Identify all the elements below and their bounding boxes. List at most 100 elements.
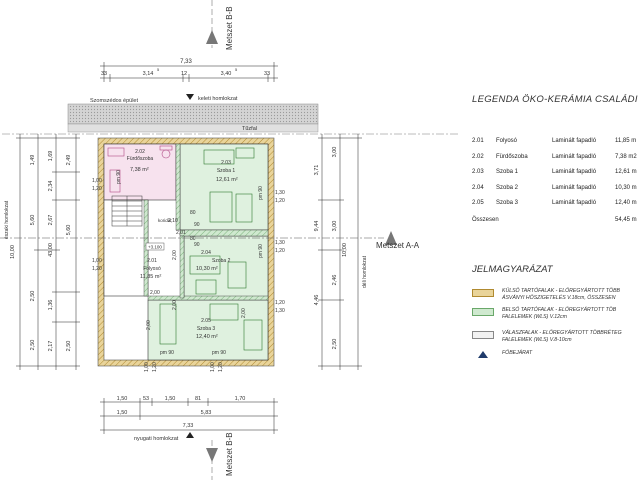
top-dim-5: 33 [264, 71, 270, 77]
room-area: 10,30 m [615, 184, 637, 191]
room-label-code: 2.02 [135, 149, 145, 155]
total-value: 54,45 m [615, 217, 637, 223]
room-floor: Laminált fapadló [552, 184, 597, 191]
right-outer-dim-2: 4,46 [314, 295, 320, 306]
level-mark-box [145, 242, 165, 251]
left-inner-dim-2: 2,17 [48, 341, 54, 352]
bottom-dimensions [100, 398, 278, 434]
door-label: 2,00 [172, 300, 178, 310]
door-label: 1,00 [92, 258, 102, 264]
door-label: 80 [190, 210, 196, 216]
key-line1: BELSŐ TARTÓFALAK - ELŐREGYÁRTOTT TÖB [502, 307, 617, 313]
room-szoba-1 [179, 143, 269, 231]
bathroom-fixtures [107, 145, 173, 193]
left-inner3-dim-1: 2,50 [66, 341, 72, 352]
door-label: 2,00 [172, 250, 178, 260]
bottom-dim-r2-1: 1,50 [117, 410, 128, 416]
left-outer-dim-3: 2,50 [30, 291, 36, 302]
eszaki-label: északi homlokzat [4, 200, 10, 239]
room-num: 2.04 [472, 184, 484, 191]
left-inner-dim-6: 2,67 [48, 215, 54, 226]
room-area: 12,40 m [615, 200, 637, 206]
door-label: pm 90 [116, 170, 122, 184]
room-num: 2.03 [472, 169, 484, 175]
key-line1: FŐBEJÁRAT [502, 350, 533, 356]
top-dim-2-super: 5 [157, 67, 160, 72]
room-floor: Laminált fapadló [552, 169, 597, 175]
legend-title: LEGENDA ÖKO-KERÁMIA CSALÁDI HÁZ [472, 94, 640, 105]
door-label: 1,30 [275, 190, 285, 196]
door-label: 2,01 [176, 230, 186, 236]
jelmagyarazat-title: JELMAGYARÁZAT [472, 264, 553, 275]
door-label: 1,20 [152, 362, 158, 372]
room-name: Szoba 1 [496, 169, 519, 175]
staircase [111, 195, 143, 227]
left-inner3-dim-3: 2,49 [66, 155, 72, 166]
room-num: 2.01 [472, 138, 484, 144]
partition-swatch [472, 331, 494, 339]
door-label: 1,00 [210, 362, 216, 372]
section-bb-bottom-marker: Metszet B-B [206, 432, 234, 480]
key-line2: FALELEMEK (WLS) V.12cm [502, 314, 567, 320]
neighbor-label: Szomszédos épület [90, 98, 138, 104]
room-corridor-left [103, 199, 149, 297]
right-outer-dim-4: 3,71 [314, 165, 320, 176]
total-label: Összesen [472, 217, 499, 223]
room-label-code: 2.03 [221, 160, 231, 166]
door-label: pm 90 [258, 186, 264, 200]
left-inner-dim-4: 1,36 [48, 300, 54, 311]
level-mark: +3.100 [148, 245, 162, 250]
bottom-dim-total: 7,33 [183, 423, 194, 429]
room-floor: Laminált fapadló [552, 138, 597, 144]
deli-label: déli homlokzat [362, 255, 368, 288]
room-label-name: Fürdőszoba [127, 156, 154, 162]
corridor-label: koridor [158, 218, 172, 223]
room-label-code: 2.04 [201, 250, 211, 256]
key-line2: ÁSVÁNYI HŐSZIGETELÉS V.18cm, ÖSSZESEN [502, 295, 616, 301]
key-line2: FALELEMEK (WLS) V.8-10cm [502, 337, 572, 343]
right-inner-dim-2: 2,46 [332, 275, 338, 286]
bottom-dim-r1-1: 1,50 [117, 396, 128, 402]
left-inner-dim-7: 2,34 [48, 181, 54, 192]
door-label: 1,00 [92, 178, 102, 184]
top-dim-3: 12 [181, 71, 187, 77]
bedroom-furniture [159, 147, 263, 351]
room-label-code: 2.01 [147, 258, 157, 264]
room-name: Szoba 2 [496, 184, 519, 191]
right-dimensions [318, 134, 362, 370]
door-label: 1,20 [275, 300, 285, 306]
right-inner-dim-1: 2,50 [332, 339, 338, 350]
room-label-code: 2.05 [201, 318, 211, 324]
firewall [67, 123, 319, 133]
room-label-area: 7,38 m² [130, 167, 149, 173]
door-label: 2,00 [241, 308, 247, 318]
keleti-arrow-icon [186, 94, 194, 100]
room-label-area: 12,61 m² [216, 177, 238, 183]
room-label-name: Szoba 1 [217, 168, 236, 174]
bottom-dim-r1-2: 53 [143, 396, 149, 402]
bottom-dim-r2-2: 5,83 [201, 410, 212, 416]
bottom-dim-r1-3: 1,50 [165, 396, 176, 402]
door-label: 2,10 [168, 218, 178, 224]
left-outer-dim-4: 5,60 [30, 215, 36, 226]
door-label: 2,00 [150, 290, 160, 296]
firewall-label: Tűzfal [242, 126, 257, 132]
top-dim-4: 3,40 [221, 71, 232, 77]
room-name: Szoba 3 [496, 200, 519, 206]
left-inner-dim-8: 1,69 [48, 151, 54, 162]
room-num: 2.05 [472, 200, 484, 206]
room-label-name: Szoba 3 [197, 326, 216, 332]
left-inner-dim-5: 43,00 [48, 243, 54, 257]
right-inner-dim-3: 3,00 [332, 147, 338, 158]
section-aa-marker: Metszet A-A [0, 231, 420, 250]
top-dim-2: 3,14 [143, 71, 154, 77]
door-label: pm 90 [258, 244, 264, 258]
keleti-label: keleti homlokzat [198, 96, 238, 102]
door-label: 1,30 [275, 240, 285, 246]
room-label-area: 11,85 m² [140, 274, 161, 280]
door-label: 80 [190, 236, 196, 242]
door-label: 1,30 [275, 308, 285, 314]
door-label: pm 90 [212, 350, 226, 356]
room-label-name: Szoba 2 [212, 258, 231, 264]
